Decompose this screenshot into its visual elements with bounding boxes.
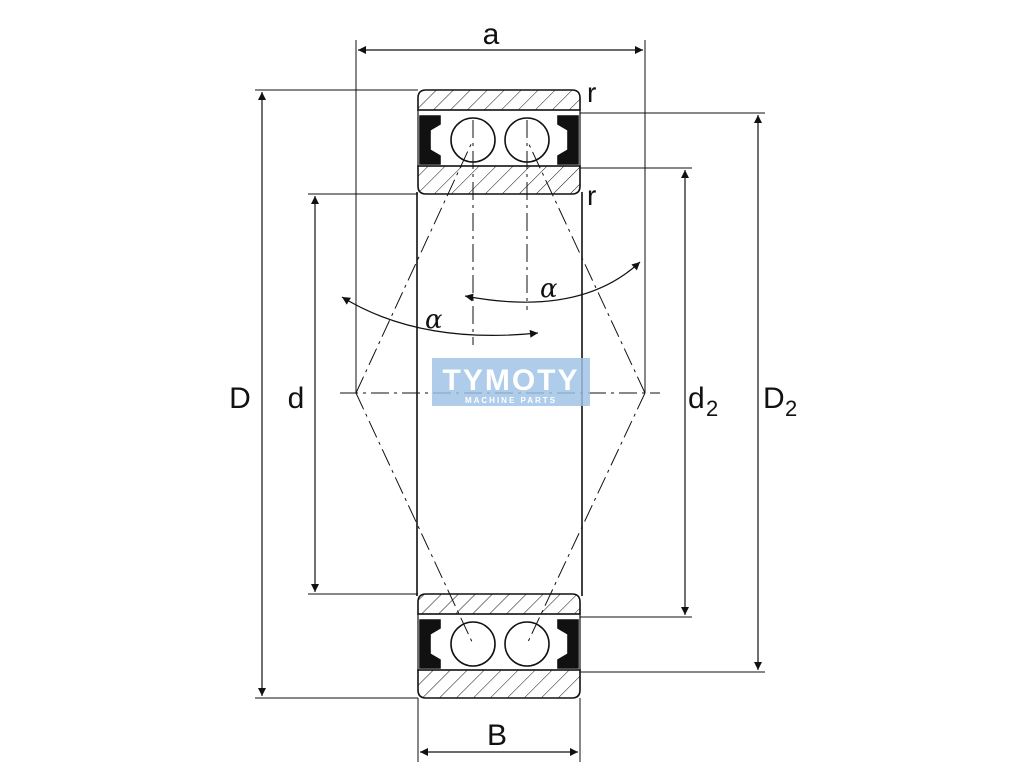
dimension-lines	[258, 46, 762, 756]
contact-line-3	[355, 392, 474, 645]
outer-ring-bottom	[417, 669, 581, 699]
alpha-arc-right	[464, 261, 641, 303]
alpha-arc-left	[341, 296, 539, 338]
contact-line-1	[355, 139, 474, 394]
label-D: D	[229, 382, 251, 415]
label-D2: D 2	[763, 382, 797, 421]
outer-ring-top	[417, 89, 581, 111]
inner-ring-bottom	[417, 593, 581, 615]
watermark-tagline: MACHINE PARTS	[465, 396, 557, 405]
watermark-logo: TYMOTY MACHINE PARTS	[432, 358, 590, 406]
label-B: B	[487, 719, 507, 752]
label-d: d	[288, 382, 305, 415]
contact-line-4	[526, 392, 646, 645]
extension-lines	[255, 40, 765, 762]
label-d2-sub: 2	[706, 396, 718, 421]
label-r-bottom: r	[587, 180, 596, 211]
angle-arcs	[341, 261, 641, 338]
watermark-box	[432, 358, 590, 406]
label-a: a	[483, 18, 500, 51]
seals-bottom	[417, 613, 581, 671]
seals-top	[417, 109, 581, 167]
inner-ring-top	[417, 165, 581, 195]
label-d2: d 2	[688, 382, 718, 421]
label-alpha-left: α	[425, 305, 443, 335]
bearing-body	[416, 89, 583, 699]
ball-bottom-right	[504, 621, 550, 667]
watermark-name: TYMOTY	[443, 364, 580, 397]
label-r-top: r	[587, 77, 596, 108]
ball-bottom-left	[450, 621, 496, 667]
label-d2-main: d	[688, 382, 705, 415]
label-D2-sub: 2	[785, 396, 797, 421]
label-D2-main: D	[763, 382, 785, 415]
label-alpha-right: α	[540, 274, 558, 304]
